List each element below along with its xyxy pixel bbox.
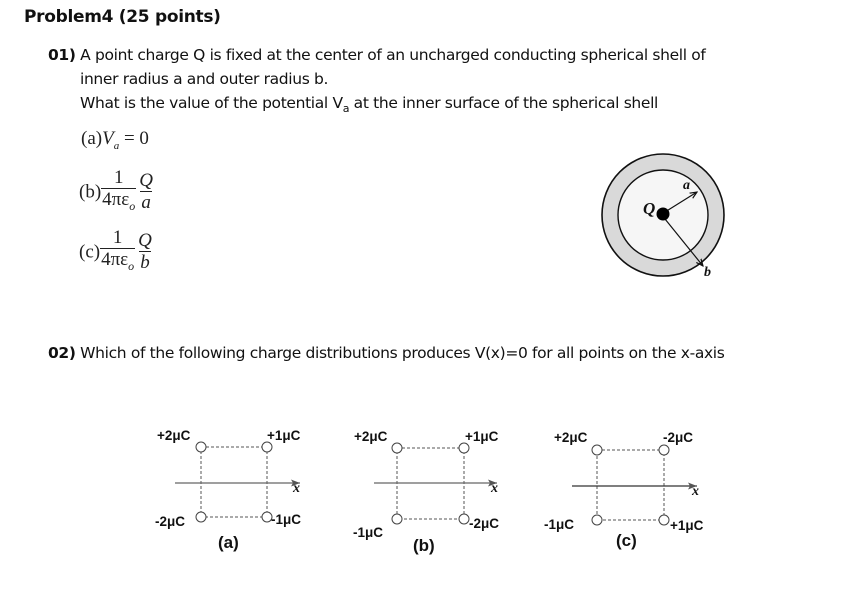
- option-a: (a)Va = 0: [81, 128, 149, 152]
- question-1-line-3: What is the value of the potential Va at…: [80, 94, 658, 116]
- point-charge: [656, 207, 670, 221]
- question-1-line-2: inner radius a and outer radius b.: [80, 70, 329, 88]
- charge-b-top-right: +1μC: [465, 429, 499, 444]
- charge-a-top-right: +1μC: [267, 428, 301, 443]
- diagram-label-c: (c): [616, 531, 637, 550]
- charge-c-bottom-left: -1μC: [544, 517, 575, 532]
- x-axis-label-b: x: [491, 481, 498, 496]
- charge-a-bottom-right: -1μC: [271, 512, 302, 527]
- charge-a-bottom-left: -2μC: [155, 514, 186, 529]
- radius-label-b: b: [704, 265, 711, 280]
- diagram-b: [374, 442, 497, 525]
- charge-label-q: Q: [643, 199, 656, 218]
- diagram-label-a: (a): [218, 533, 239, 552]
- fraction-constant: 1 4πεo: [100, 228, 136, 277]
- fraction-q-over-r: Q a: [139, 169, 153, 213]
- option-b: (b) 1 4πεo Q a: [79, 168, 153, 217]
- diagram-label-b: (b): [413, 536, 435, 555]
- charge-a-top-left: +2μC: [157, 428, 191, 443]
- charge-c-top-left: +2μC: [554, 430, 588, 445]
- charge-b-top-left: +2μC: [354, 429, 388, 444]
- fraction-q-over-r: Q b: [138, 229, 152, 273]
- charge-b-bottom-left: -1μC: [353, 525, 384, 540]
- x-axis-label-c: x: [692, 484, 699, 499]
- diagram-c: [572, 444, 697, 526]
- question-1: 01) A point charge Q is fixed at the cen…: [48, 43, 706, 121]
- problem-title: Problem4 (25 points): [24, 7, 221, 27]
- question-1-number: 01): [48, 46, 76, 64]
- charge-c-top-right: -2μC: [663, 430, 694, 445]
- x-axis-label-a: x: [293, 481, 300, 496]
- fraction-constant: 1 4πεo: [101, 168, 137, 217]
- question-2: 02) Which of the following charge distri…: [48, 344, 725, 362]
- radius-label-a: a: [683, 178, 690, 193]
- question-1-line-1: 01) A point charge Q is fixed at the cen…: [48, 46, 706, 64]
- question-2-number: 02): [48, 344, 76, 362]
- charge-b-bottom-right: -2μC: [469, 516, 500, 531]
- charge-c-bottom-right: +1μC: [670, 518, 704, 533]
- diagram-a: [175, 441, 300, 523]
- option-c: (c) 1 4πεo Q b: [79, 228, 152, 277]
